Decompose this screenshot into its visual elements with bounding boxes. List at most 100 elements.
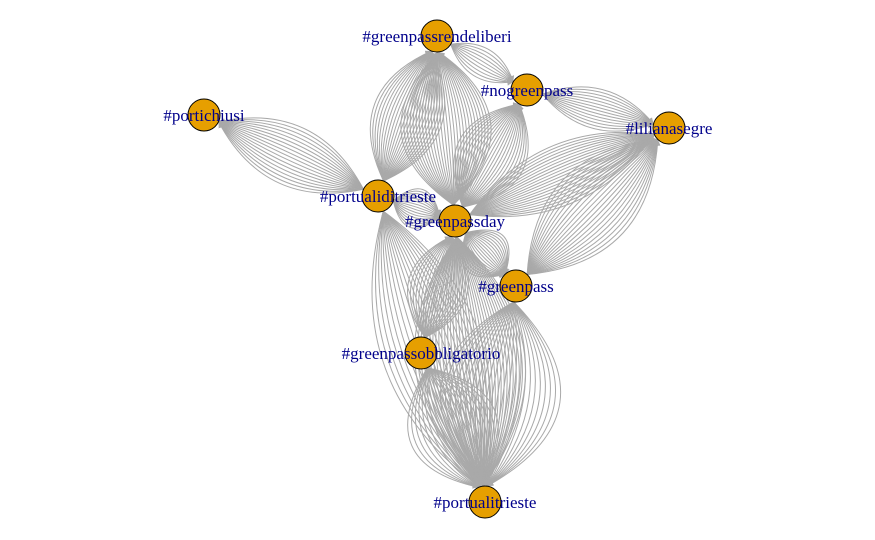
edge [450, 44, 514, 83]
edge [374, 50, 432, 182]
edge [486, 301, 541, 487]
edge-bundle-portualiditrieste-greenpassrendeliberi [369, 50, 446, 182]
edge [469, 133, 655, 216]
edge [218, 121, 364, 192]
edge [378, 50, 432, 182]
edge [380, 50, 432, 182]
edge [382, 210, 481, 488]
edge [382, 210, 485, 487]
edge [392, 200, 440, 220]
edge [526, 138, 658, 275]
edge [218, 121, 364, 190]
node-label-greenpassday: #greenpassday [405, 212, 506, 231]
edge [218, 121, 364, 190]
edge [383, 50, 432, 181]
edge [462, 103, 520, 208]
edge [218, 121, 364, 190]
edge [218, 121, 364, 190]
edge [526, 139, 658, 275]
edge [218, 117, 364, 190]
edge [438, 51, 483, 206]
edge [462, 103, 520, 208]
edge [392, 190, 441, 217]
edge [424, 236, 469, 338]
edge [465, 230, 509, 275]
edge-bundle-nogreenpass-lilianasegre [542, 86, 654, 132]
edge [486, 301, 551, 487]
edge [469, 131, 655, 215]
edge [383, 51, 432, 182]
node-label-greenpass: #greenpass [478, 277, 554, 296]
edge-layer [218, 42, 661, 489]
edge [486, 301, 527, 487]
edge [465, 232, 506, 275]
node-nogreenpass[interactable] [510, 73, 544, 107]
edge [438, 51, 456, 206]
edge [462, 103, 520, 208]
edge [424, 236, 453, 338]
edge [526, 139, 659, 275]
edge [542, 93, 654, 127]
edge [218, 121, 364, 190]
edge [371, 210, 481, 488]
node-portualiditrieste[interactable] [361, 179, 395, 213]
node-label-nogreenpass: #nogreenpass [481, 81, 574, 100]
edge-bundle-portualiditrieste-porticiusi [218, 117, 364, 194]
edge [424, 236, 458, 338]
edge [526, 139, 659, 275]
node-label-portualitrieste: #portualitrieste [434, 493, 537, 512]
edge [382, 50, 432, 182]
edge [383, 50, 432, 182]
edge-bundle-greenpass-lilianasegre [526, 137, 661, 276]
node-label-greenpassrendeliberi: #greenpassrendeliberi [362, 27, 511, 46]
edge [527, 139, 659, 276]
edge [465, 229, 510, 275]
edge [456, 236, 520, 487]
node-greenpass[interactable] [499, 269, 533, 303]
edge [486, 301, 515, 487]
edge [392, 200, 441, 229]
edge [383, 50, 437, 182]
edge [406, 51, 454, 206]
edge [486, 301, 531, 487]
edge [469, 133, 655, 216]
edge [462, 103, 520, 208]
edge [542, 93, 654, 130]
edge [450, 44, 514, 86]
edge [462, 103, 520, 208]
edge [424, 236, 454, 338]
edge [542, 92, 654, 125]
edge [218, 118, 364, 190]
edge [414, 367, 479, 488]
edge [383, 50, 432, 182]
edge [383, 50, 432, 182]
edge [465, 231, 507, 275]
edge [382, 210, 481, 487]
edge [418, 236, 452, 338]
edge [218, 121, 364, 190]
edge [378, 211, 481, 488]
edge [542, 93, 654, 127]
edge [526, 138, 658, 275]
edge [383, 50, 435, 182]
node-porticiusi[interactable] [187, 98, 221, 132]
edge [438, 51, 486, 206]
edge [460, 103, 520, 208]
node-lilianasegre[interactable] [652, 111, 686, 145]
edge [456, 236, 493, 487]
node-greenpassrendeliberi[interactable] [420, 19, 454, 53]
node-label-portualiditrieste: #portualiditrieste [320, 187, 436, 206]
edge [218, 121, 364, 190]
edge [218, 119, 364, 190]
edge [542, 93, 654, 132]
edge [526, 139, 659, 275]
node-greenpassday[interactable] [438, 204, 472, 238]
node-portualitrieste[interactable] [468, 485, 502, 519]
edge [465, 232, 509, 275]
edge [456, 236, 508, 487]
edge [469, 133, 655, 216]
edge [542, 88, 654, 125]
node-greenpassobbligatorio[interactable] [404, 336, 438, 370]
edge [372, 50, 432, 182]
